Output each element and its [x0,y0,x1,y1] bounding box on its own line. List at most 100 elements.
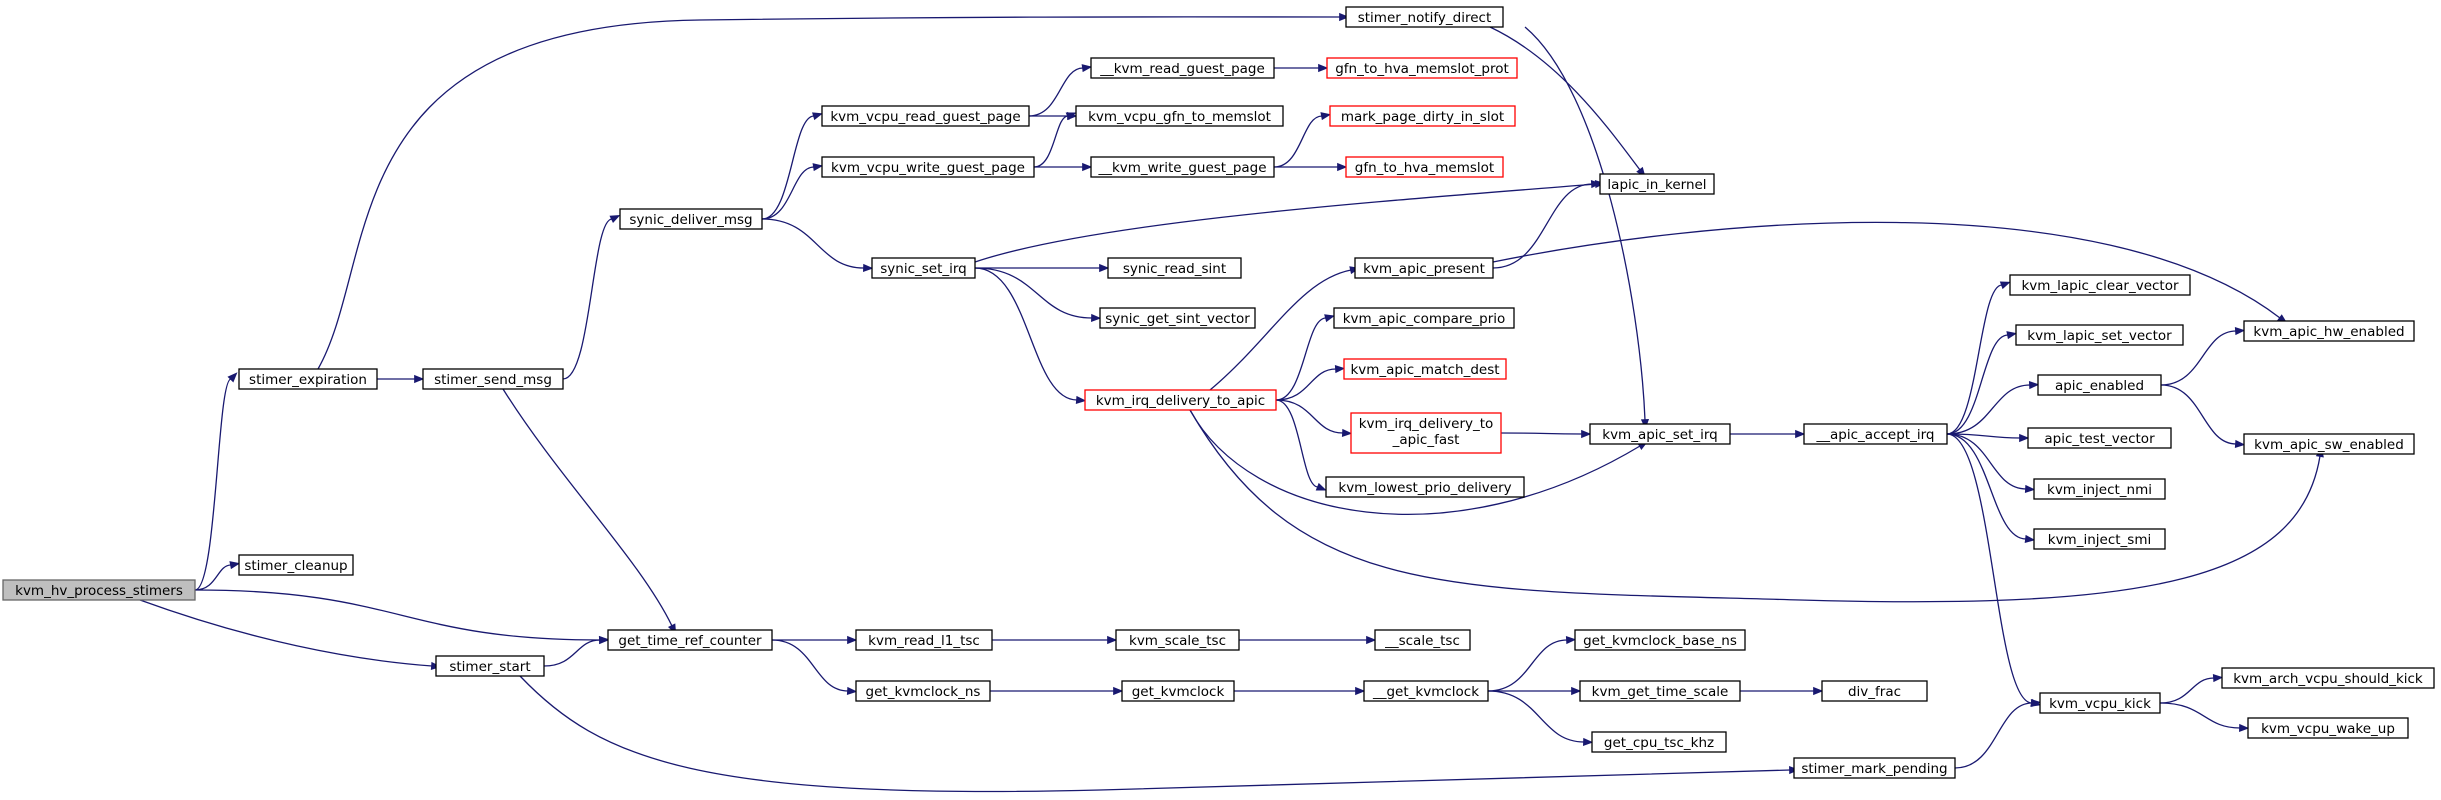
edge-kvm_vcpu_write_guest_page-to-__kvm_write_guest_page [1034,162,1093,172]
node-label: kvm_apic_match_dest [1350,362,1499,378]
node-label: kvm_vcpu_gfn_to_memslot [1088,109,1271,125]
node-kvm-irq-delivery-to-apic[interactable]: kvm_irq_delivery_to_apic [1084,389,1277,411]
node-kvm-vcpu-kick[interactable]: kvm_vcpu_kick [2039,692,2161,714]
edge-arrowhead [1065,112,1077,121]
node-kvm-vcpu-wake-up[interactable]: kvm_vcpu_wake_up [2247,717,2409,739]
node-div-frac[interactable]: div_frac [1821,680,1928,702]
edges-layer [139,12,2324,793]
node-mark-page-dirty-in-slot[interactable]: mark_page_dirty_in_slot [1329,105,1516,127]
node-label: kvm_apic_set_irq [1602,427,1718,443]
node-box [1329,105,1516,127]
node-label: kvm_lapic_set_vector [2027,328,2172,344]
edge-line [562,218,613,380]
edge-synic_set_irq-to-synic_read_sint [975,263,1110,273]
edge-line [1489,26,1641,171]
node-stimer-notify-direct[interactable]: stimer_notify_direct [1345,6,1504,28]
edge-kvm_hv_process_stimers-to-stimer_start [139,599,442,671]
node-synic-set-irq[interactable]: synic_set_irq [871,257,976,279]
node-stimer-expiration[interactable]: stimer_expiration [238,368,378,390]
node-kvm-get-time-scale[interactable]: kvm_get_time_scale [1579,680,1741,702]
node---scale-tsc[interactable]: __scale_tsc [1374,629,1471,651]
edge-__get_kvmclock-to-get_cpu_tsc_khz [1487,690,1594,747]
node-stimer-start[interactable]: stimer_start [435,655,545,677]
node-box [238,368,378,390]
node-label: get_cpu_tsc_khz [1604,735,1714,751]
node---kvm-read-guest-page[interactable]: __kvm_read_guest_page [1090,57,1275,79]
node-kvm-read-l1-tsc[interactable]: kvm_read_l1_tsc [855,629,993,651]
node-gfn-to-hva-memslot[interactable]: gfn_to_hva_memslot [1345,156,1504,178]
node-label: kvm_apic_compare_prio [1343,311,1506,327]
node-box [1326,57,1518,79]
node---get-kvmclock[interactable]: __get_kvmclock [1363,680,1489,702]
node-kvm-arch-vcpu-should-kick[interactable]: kvm_arch_vcpu_should_kick [2221,667,2435,689]
node-kvm-apic-hw-enabled[interactable]: kvm_apic_hw_enabled [2243,320,2415,342]
node-kvm-vcpu-gfn-to-memslot[interactable]: kvm_vcpu_gfn_to_memslot [1075,105,1284,127]
node-box [1345,156,1504,178]
edge-kvm_irq_delivery_to_apic-to-kvm_apic_compare_prio [1275,314,1336,401]
edge-line [1946,284,2003,435]
node-kvm-vcpu-write-guest-page[interactable]: kvm_vcpu_write_guest_page [821,156,1035,178]
node-box [1579,680,1741,702]
node-kvm-inject-nmi[interactable]: kvm_inject_nmi [2033,478,2166,500]
edge-line [1946,433,2021,439]
edge-kvm_apic_present-to-kvm_apic_hw_enabled [1492,221,2288,324]
edge-arrowhead [2019,433,2030,443]
node-label: __kvm_write_guest_page [1097,160,1266,176]
node-kvm-lapic-clear-vector[interactable]: kvm_lapic_clear_vector [2009,274,2191,296]
node-box [1115,629,1240,651]
node-kvm-scale-tsc[interactable]: kvm_scale_tsc [1115,629,1240,651]
node-kvm-vcpu-read-guest-page[interactable]: kvm_vcpu_read_guest_page [821,105,1030,127]
node-box [607,629,773,651]
node-label: kvm_inject_nmi [2047,482,2152,498]
node-kvm-inject-smi[interactable]: kvm_inject_smi [2033,528,2166,550]
node-box [1589,423,1731,445]
edge-kvm_hv_process_stimers-to-stimer_cleanup [194,561,241,591]
node-lapic-in-kernel[interactable]: lapic_in_kernel [1599,173,1715,195]
node-get-kvmclock-base-ns[interactable]: get_kvmclock_base_ns [1574,629,1746,651]
node-box [1084,389,1277,411]
node-label: kvm_irq_delivery_to_apic [1096,393,1265,409]
node-box [1599,173,1715,195]
node-kvm-lapic-set-vector[interactable]: kvm_lapic_set_vector [2015,324,2184,346]
node-kvm-lowest-prio-delivery[interactable]: kvm_lowest_prio_delivery [1325,476,1525,498]
node-label: kvm_get_time_scale [1592,684,1729,700]
node-kvm-apic-present[interactable]: kvm_apic_present [1354,257,1494,279]
node-kvm-hv-process-stimers[interactable]: kvm_hv_process_stimers [2,579,196,601]
node-box [2247,717,2409,739]
node-apic-test-vector[interactable]: apic_test_vector [2027,427,2172,449]
node-get-cpu-tsc-khz[interactable]: get_cpu_tsc_khz [1591,731,1727,753]
node-get-kvmclock-ns[interactable]: get_kvmclock_ns [855,680,991,702]
node-stimer-send-msg[interactable]: stimer_send_msg [422,368,564,390]
edge-line [1946,334,2009,435]
node-kvm-apic-match-dest[interactable]: kvm_apic_match_dest [1343,358,1507,380]
node-kvm-irq-delivery-to-apic-fast[interactable]: kvm_irq_delivery_to_apic_fast [1350,412,1502,454]
node-label: synic_read_sint [1123,261,1226,277]
node---apic-accept-irq[interactable]: __apic_accept_irq [1803,423,1948,445]
node-kvm-apic-sw-enabled[interactable]: kvm_apic_sw_enabled [2243,433,2415,455]
node-label: __apic_accept_irq [1816,427,1935,443]
node-synic-deliver-msg[interactable]: synic_deliver_msg [619,208,763,230]
node-stimer-mark-pending[interactable]: stimer_mark_pending [1793,757,1956,779]
node-kvm-apic-compare-prio[interactable]: kvm_apic_compare_prio [1333,307,1515,329]
edge-line [519,675,1791,793]
edge-get_time_ref_counter-to-get_kvmclock_ns [771,639,858,696]
node-label: kvm_arch_vcpu_should_kick [2233,671,2423,687]
node-box [1090,156,1275,178]
node---kvm-write-guest-page[interactable]: __kvm_write_guest_page [1090,156,1275,178]
node-get-time-ref-counter[interactable]: get_time_ref_counter [607,629,773,651]
node-synic-read-sint[interactable]: synic_read_sint [1107,257,1242,279]
edge-line [1946,433,2033,704]
node-gfn-to-hva-memslot-prot[interactable]: gfn_to_hva_memslot_prot [1326,57,1518,79]
edge-arrowhead [1581,429,1592,439]
edge-line [1954,702,2033,769]
node-box [1099,307,1256,329]
node-label: synic_set_irq [880,261,967,277]
node-kvm-apic-set-irq[interactable]: kvm_apic_set_irq [1589,423,1731,445]
node-synic-get-sint-vector[interactable]: synic_get_sint_vector [1099,307,1256,329]
node-stimer-cleanup[interactable]: stimer_cleanup [238,554,354,576]
nodes-layer: kvm_hv_process_stimersstimer_expirations… [2,6,2435,779]
node-apic-enabled[interactable]: apic_enabled [2037,374,2162,396]
node-get-kvmclock[interactable]: get_kvmclock [1121,680,1235,702]
edge-arrowhead [229,561,241,570]
node-box [2039,692,2161,714]
